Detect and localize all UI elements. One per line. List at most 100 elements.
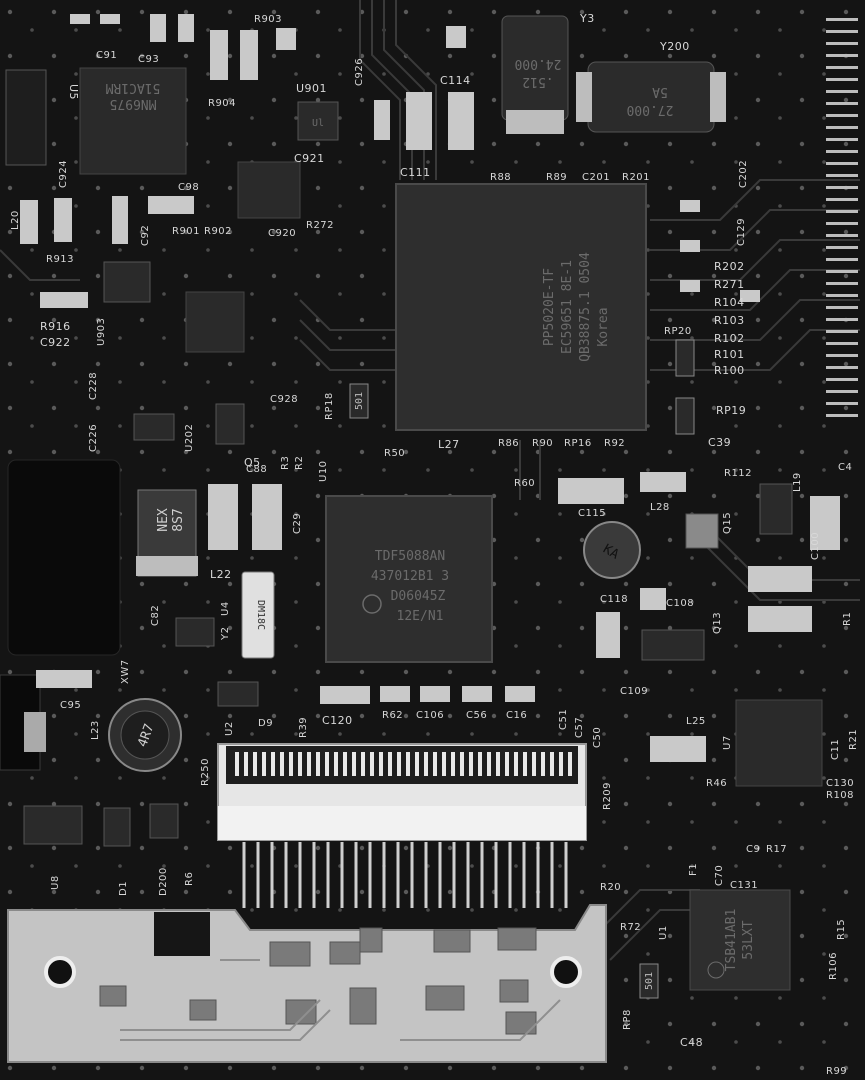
label-c111: C111: [400, 166, 431, 179]
label-r50: R50: [384, 448, 405, 459]
label-d9: D9: [258, 718, 273, 729]
ic-u2: [217, 681, 259, 707]
label-c91: C91: [96, 50, 117, 61]
label-rp8: RP8: [622, 1009, 633, 1030]
label-c56: C56: [466, 710, 487, 721]
label-u903: U903: [96, 318, 107, 346]
label-c118: C118: [600, 594, 628, 605]
ic-d200: [149, 803, 179, 839]
label-d200: D200: [158, 867, 169, 896]
label-r250: R250: [200, 758, 211, 786]
crystal-y200-pad-left: [576, 72, 592, 122]
label-c928: C928: [270, 394, 298, 405]
label-q15: Q15: [722, 512, 733, 534]
label-y200: Y200: [659, 40, 690, 53]
u10-marking-2: 437012B1 3: [371, 569, 449, 584]
label-c114: C114: [440, 74, 471, 87]
label-c29: C29: [292, 513, 303, 534]
label-u4: U4: [220, 601, 231, 616]
label-u8: U8: [50, 875, 61, 890]
c118-marking: KA: [600, 542, 621, 563]
label-c922: C922: [40, 336, 71, 349]
label-u901: U901: [296, 82, 327, 95]
capacitor-c118: [583, 521, 641, 579]
label-c82: C82: [150, 605, 161, 626]
fpc-connector-pins: [230, 752, 574, 776]
label-c88: C88: [246, 464, 267, 475]
crystal-y3-marking-2: .512: [522, 74, 553, 89]
label-l27: L27: [438, 438, 460, 451]
label-r904: R904: [208, 98, 236, 109]
label-r46: R46: [706, 778, 727, 789]
edge-contacts: [826, 18, 858, 417]
bottom-traces: [120, 959, 561, 1041]
label-r62: R62: [382, 710, 403, 721]
label-c226: C226: [88, 424, 99, 452]
rp18-marking: 501: [354, 392, 365, 410]
ic-l19: [759, 483, 793, 535]
rp20-pack: [675, 339, 695, 377]
label-c93: C93: [138, 54, 159, 65]
crystal-y200-marking-1: 27.000: [627, 102, 674, 117]
ti-logo-icon: [707, 961, 725, 979]
rp8-marking: 501: [644, 972, 655, 990]
label-r108: R108: [826, 790, 854, 801]
label-c39: C39: [708, 436, 731, 449]
ic-q5: [215, 403, 245, 445]
fpc-leads: [242, 842, 568, 908]
rp19-pack: [675, 397, 695, 435]
left-edge-metal: [24, 712, 46, 752]
label-c130: C130: [826, 778, 854, 789]
label-f1: F1: [688, 863, 699, 876]
label-l28: L28: [650, 502, 670, 513]
label-r90: R90: [532, 438, 553, 449]
crystal-u4: [241, 571, 275, 659]
u1-marking-1: TSB41AB1: [724, 909, 739, 972]
label-r89: R89: [546, 172, 567, 183]
philips-logo-icon: [362, 594, 382, 614]
u901-marking: Ul: [312, 118, 324, 129]
ic-u8: [23, 805, 83, 845]
label-l23: L23: [90, 720, 101, 740]
cpu-marking-4: Korea: [596, 307, 611, 346]
label-rp19: RP19: [716, 404, 746, 417]
ic-d1: [103, 807, 131, 847]
label-r15: R15: [836, 919, 847, 940]
u1-marking-2: 53LXT: [741, 920, 756, 959]
label-c100: C100: [810, 532, 821, 560]
ic-u202: [133, 413, 175, 441]
l22-marking-1: NEX: [156, 508, 171, 532]
label-u202: U202: [184, 424, 195, 452]
label-c51: C51: [558, 709, 569, 730]
label-r271: R271: [714, 278, 745, 291]
label-c129: C129: [736, 218, 747, 246]
inductor-l23-core: [120, 710, 170, 760]
u4-marking: DM18C: [255, 600, 266, 630]
label-r201: R201: [622, 172, 650, 183]
label-rp18: RP18: [324, 392, 335, 420]
label-r202: R202: [714, 260, 745, 273]
label-r1: R1: [842, 612, 853, 626]
label-c98: C98: [178, 182, 199, 193]
label-q5: Q5: [244, 456, 261, 469]
u5-marking-2: 51AC1RM: [105, 80, 160, 95]
label-c16: C16: [506, 710, 527, 721]
passive-pads: [20, 14, 840, 762]
label-rp16: RP16: [564, 438, 592, 449]
rp18-pack: [349, 383, 369, 419]
label-r903: R903: [254, 14, 282, 25]
ic-u1: [689, 889, 791, 991]
label-u7: U7: [722, 735, 733, 750]
bottom-ic: [154, 912, 210, 956]
ic-near-u4: [175, 617, 215, 647]
label-c11: C11: [830, 739, 841, 760]
label-c50: C50: [592, 727, 603, 748]
label-r100: R100: [714, 364, 745, 377]
label-r104: R104: [714, 296, 745, 309]
cpu-marking-1: PP5020E-TF: [542, 268, 557, 346]
mounting-hole-right: [550, 956, 582, 988]
label-u5: U5: [67, 84, 80, 100]
label-r103: R103: [714, 314, 745, 327]
label-r209: R209: [602, 782, 613, 810]
label-l20: L20: [10, 210, 21, 230]
